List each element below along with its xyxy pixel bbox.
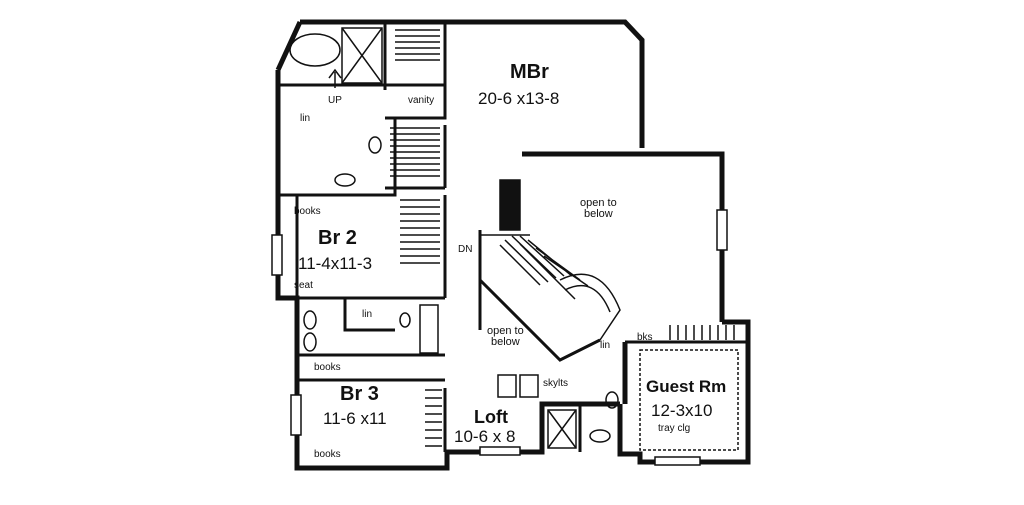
open-to-below-upper-line1: open to	[580, 197, 617, 209]
guest-room-dimensions: 12-3x10	[651, 401, 713, 420]
stair-up-label: UP	[328, 95, 342, 106]
guest-room-name: Guest Rm	[646, 377, 727, 396]
seat-label: seat	[294, 280, 313, 291]
mbr-name: MBr	[510, 61, 549, 83]
books-label-br3-bottom: books	[314, 449, 341, 460]
br2-dimensions: 11-4x11-3	[298, 254, 373, 273]
open-to-below-lower: open to below	[487, 326, 524, 348]
books-label-br3-top: books	[314, 362, 341, 373]
fixtures	[289, 27, 739, 451]
books-label-br2: books	[294, 206, 321, 217]
windows	[271, 209, 728, 466]
linen-label-top: lin	[300, 113, 311, 124]
open-to-below-lower-line2: below	[490, 336, 520, 348]
closet-hatching	[390, 29, 735, 447]
stair-down-label: DN	[458, 244, 473, 255]
br3-dimensions: 11-6 x11	[323, 409, 387, 428]
loft-dimensions: 10-6 x 8	[454, 427, 516, 446]
br2-name: Br 2	[318, 227, 357, 249]
linen-label-guest: lin	[600, 340, 611, 351]
br3-name: Br 3	[340, 383, 379, 405]
mbr-dimensions: 20-6 x13-8	[478, 89, 560, 108]
open-to-below-upper: open to below	[580, 198, 617, 220]
loft-name: Loft	[474, 407, 508, 427]
stair	[480, 234, 621, 341]
interior-walls	[278, 24, 748, 452]
bks-label: bks	[637, 332, 653, 343]
skylights-label: skylts	[543, 378, 568, 389]
linen-label-bath: lin	[362, 309, 373, 320]
exterior-walls	[275, 19, 751, 471]
open-to-below-lower-line1: open to	[487, 325, 524, 337]
tray-ceiling-label: tray clg	[658, 423, 691, 434]
open-to-below-upper-line2: below	[583, 208, 613, 220]
vanity-label: vanity	[408, 95, 435, 106]
